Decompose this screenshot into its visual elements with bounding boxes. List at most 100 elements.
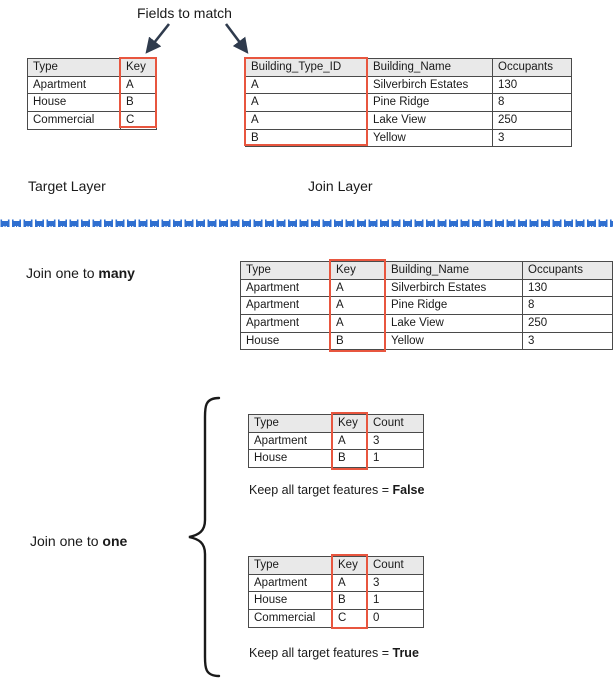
cell-type: House (248, 449, 333, 468)
cell-type: Apartment (240, 296, 331, 315)
join-layer-label: Join Layer (308, 178, 373, 194)
cell-key: A (330, 313, 386, 333)
cell-count: 1 (367, 591, 424, 610)
table-header-row: Type Key Count (248, 556, 424, 575)
cell-key: B (332, 449, 368, 468)
one-to-one-true-table-wrap: Type Key Count Apartment A 3 House B 1 C… (248, 554, 424, 629)
target-layer-label: Target Layer (28, 178, 106, 194)
table-header-row: Type Key Count (248, 414, 424, 433)
fields-to-match-label: Fields to match (137, 5, 232, 21)
cell-building-type-id: A (245, 110, 368, 130)
cell-occupants: 130 (522, 278, 613, 298)
cell-type: Apartment (248, 573, 333, 593)
arrow-down-left-icon (145, 23, 171, 54)
join-one-to-one-strong: one (102, 533, 128, 549)
table-row: Apartment A 3 (248, 573, 424, 593)
table-row: Apartment A (27, 75, 157, 95)
join-one-to-many-strong: many (98, 265, 135, 281)
cell-type: Apartment (248, 431, 333, 451)
one-to-one-true-table: Type Key Count Apartment A 3 House B 1 C… (248, 556, 424, 628)
join-one-to-one-label: Join one to one (30, 533, 127, 549)
cell-count: 1 (367, 449, 424, 468)
cell-key: C (332, 608, 368, 628)
column-header: Count (367, 556, 424, 575)
cell-building-type-id: A (245, 93, 368, 112)
cell-building-name: Pine Ridge (385, 296, 523, 315)
cell-building-type-id: A (245, 75, 368, 95)
table-header-row: Type Key Building_Name Occupants (240, 261, 613, 280)
arrow-down-right-icon (224, 23, 249, 54)
table-row: A Lake View 250 (245, 110, 572, 130)
cell-key: B (332, 591, 368, 610)
table-row: A Silverbirch Estates 130 (245, 75, 572, 95)
one-to-one-false-table: Type Key Count Apartment A 3 House B 1 (248, 414, 424, 468)
keep-false-prefix: Keep all target features = (249, 483, 393, 497)
cell-building-name: Yellow (385, 331, 523, 351)
column-header: Type (248, 556, 333, 575)
column-header: Type (240, 261, 331, 280)
cell-building-name: Silverbirch Estates (367, 75, 493, 95)
cell-type: House (240, 331, 331, 351)
cell-occupants: 3 (492, 128, 572, 148)
table-row: Apartment A Lake View 250 (240, 313, 613, 333)
column-header: Occupants (522, 261, 613, 280)
table-row: House B 1 (248, 449, 424, 468)
column-header: Type (248, 414, 333, 433)
cell-building-name: Lake View (385, 313, 523, 333)
keep-false-value: False (392, 483, 425, 497)
table-row: A Pine Ridge 8 (245, 93, 572, 112)
join-layer-table-wrap: Building_Type_ID Building_Name Occupants… (244, 57, 572, 148)
cell-building-name: Yellow (367, 128, 493, 148)
column-header: Key (120, 58, 157, 77)
cell-count: 0 (367, 608, 424, 628)
cell-key: A (332, 431, 368, 451)
cell-occupants: 250 (492, 110, 572, 130)
one-to-many-table-wrap: Type Key Building_Name Occupants Apartme… (240, 259, 613, 352)
cell-type: Apartment (27, 75, 121, 95)
table-row: House B Yellow 3 (240, 331, 613, 351)
column-header: Type (27, 58, 121, 77)
table-row: B Yellow 3 (245, 128, 572, 148)
join-one-to-many-label: Join one to many (26, 265, 135, 281)
cell-key: C (120, 110, 157, 130)
cell-occupants: 130 (492, 75, 572, 95)
keep-true-value: True (392, 646, 419, 660)
cell-type: Commercial (27, 110, 121, 130)
keep-all-target-features-true-label: Keep all target features = True (249, 646, 419, 660)
target-layer-table: Type Key Apartment A House B Commercial … (27, 58, 157, 130)
cell-occupants: 3 (522, 331, 613, 351)
cell-key: B (330, 331, 386, 351)
table-row: Apartment A Silverbirch Estates 130 (240, 278, 613, 298)
column-header: Key (330, 261, 386, 280)
join-one-to-one-prefix: Join one to (30, 533, 103, 549)
cell-count: 3 (367, 573, 424, 593)
table-row: House B 1 (248, 591, 424, 610)
target-layer-table-wrap: Type Key Apartment A House B Commercial … (27, 57, 157, 130)
cell-key: A (120, 75, 157, 95)
decorative-divider-icon (0, 219, 613, 231)
join-layer-table: Building_Type_ID Building_Name Occupants… (245, 58, 572, 148)
cell-type: House (248, 591, 333, 610)
cell-occupants: 8 (522, 296, 613, 315)
keep-all-target-features-false-label: Keep all target features = False (249, 483, 424, 497)
cell-key: A (330, 278, 386, 298)
column-header: Building_Name (367, 58, 493, 77)
cell-key: B (120, 93, 157, 112)
cell-building-name: Pine Ridge (367, 93, 493, 112)
table-row: Apartment A 3 (248, 431, 424, 451)
one-to-many-table: Type Key Building_Name Occupants Apartme… (240, 261, 613, 351)
cell-type: House (27, 93, 121, 112)
cell-building-name: Lake View (367, 110, 493, 130)
cell-count: 3 (367, 431, 424, 451)
cell-type: Apartment (240, 313, 331, 333)
table-row: Apartment A Pine Ridge 8 (240, 296, 613, 315)
cell-key: A (332, 573, 368, 593)
table-header-row: Type Key (27, 58, 157, 77)
join-one-to-many-prefix: Join one to (26, 265, 99, 281)
curly-brace-icon (188, 396, 221, 678)
column-header: Occupants (492, 58, 572, 77)
table-row: House B (27, 93, 157, 112)
table-header-row: Building_Type_ID Building_Name Occupants (245, 58, 572, 77)
column-header: Key (332, 414, 368, 433)
one-to-one-false-table-wrap: Type Key Count Apartment A 3 House B 1 (248, 412, 424, 470)
